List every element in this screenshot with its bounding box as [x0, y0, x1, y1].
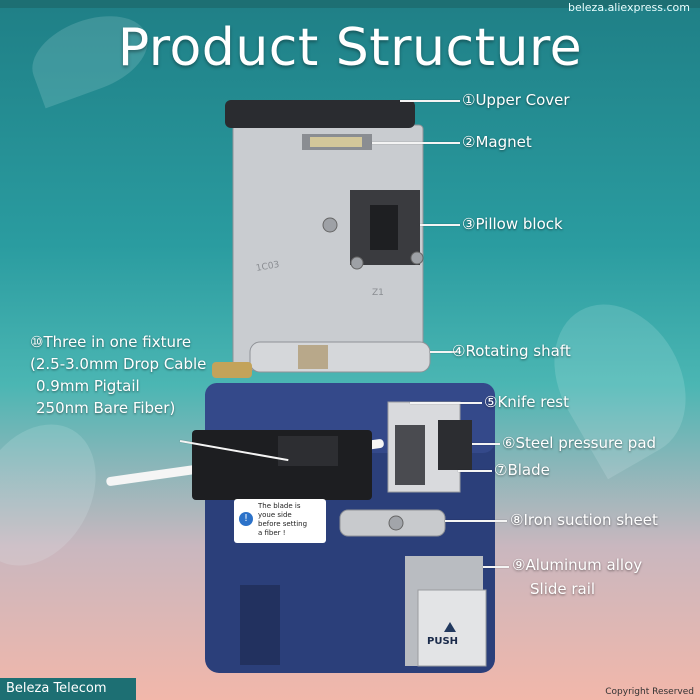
push-arrow-icon — [444, 622, 456, 632]
magnet — [310, 137, 362, 147]
site-url: beleza.aliexpress.com — [567, 1, 690, 14]
blade — [395, 425, 425, 485]
plate-mark: Z1 — [372, 288, 384, 298]
label-slide-rail: Slide rail — [530, 580, 596, 598]
leader-line — [372, 142, 460, 144]
label-steel-pressure-pad: ⑥Steel pressure pad — [502, 434, 657, 452]
label-upper-cover: ①Upper Cover — [462, 91, 570, 109]
page-title: Product Structure — [117, 18, 583, 78]
top-bar — [0, 0, 700, 8]
screw — [388, 515, 404, 531]
screw — [322, 217, 338, 233]
blade-warning-card: ! The blade is youe side before setting … — [234, 499, 326, 543]
rotating-shaft — [249, 341, 431, 373]
warning-line: before setting — [258, 520, 308, 528]
push-label: PUSH — [427, 636, 459, 647]
warning-line: The blade is — [258, 502, 301, 510]
screw — [350, 256, 364, 270]
leader-line — [410, 402, 482, 404]
warning-info-icon: ! — [239, 512, 253, 526]
warning-line: a fiber ! — [258, 529, 286, 537]
leader-line — [483, 566, 509, 568]
label-fixture-line3: 0.9mm Pigtail — [36, 377, 140, 395]
label-fixture-line1: ⑩Three in one fixture — [30, 333, 192, 351]
label-fixture-line4: 250nm Bare Fiber) — [36, 399, 176, 417]
label-aluminum-alloy: ⑨Aluminum alloy — [512, 556, 643, 574]
fixture-clamp — [278, 436, 338, 466]
brand-label: Beleza Telecom — [0, 678, 136, 700]
upper-cover-bar — [225, 100, 415, 128]
screw — [410, 251, 424, 265]
label-knife-rest: ⑤Knife rest — [484, 393, 569, 411]
leader-line — [400, 100, 460, 102]
leader-line — [458, 470, 492, 472]
copyright-text: Copyright Reserved — [605, 687, 694, 697]
label-pillow-block: ③Pillow block — [462, 215, 563, 233]
shaft-end — [212, 362, 252, 378]
label-blade: ⑦Blade — [494, 461, 550, 479]
label-fixture-line2: (2.5-3.0mm Drop Cable — [30, 355, 207, 373]
shaft-spring — [298, 345, 328, 369]
label-magnet: ②Magnet — [462, 133, 532, 151]
label-rotating-shaft: ④Rotating shaft — [452, 342, 571, 360]
leader-line — [420, 224, 460, 226]
leader-line — [472, 443, 500, 445]
steel-pressure-pad — [438, 420, 472, 470]
leader-line — [430, 351, 456, 353]
pillow-block-center — [370, 205, 398, 250]
base-recess — [240, 585, 280, 665]
leader-line — [445, 520, 507, 522]
warning-line: youe side — [258, 511, 292, 519]
label-iron-suction-sheet: ⑧Iron suction sheet — [510, 511, 658, 529]
